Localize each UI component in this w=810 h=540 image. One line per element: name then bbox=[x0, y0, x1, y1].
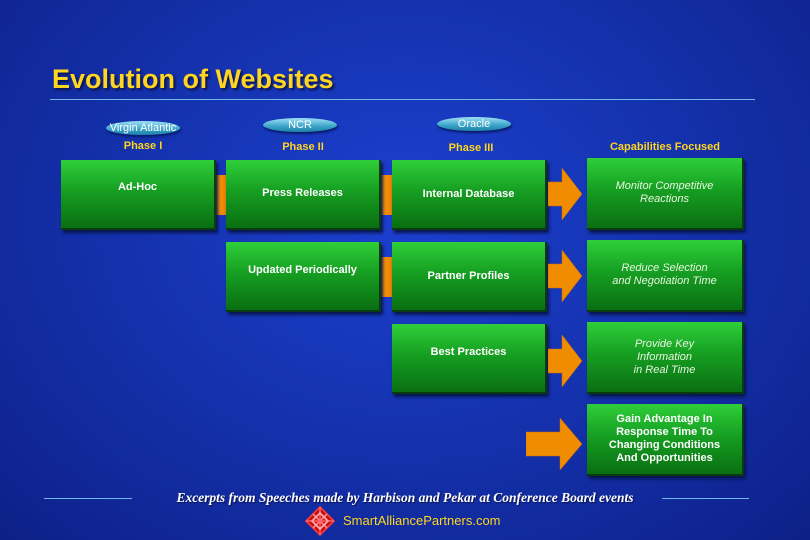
slide-title: Evolution of Websites bbox=[52, 64, 334, 94]
capability-line: Gain Advantage In bbox=[616, 413, 713, 425]
company-pill-ncr: NCR bbox=[263, 118, 337, 132]
connector-row1-a bbox=[214, 175, 228, 215]
connector-row2 bbox=[380, 257, 394, 297]
capability-line: Changing Conditions bbox=[608, 439, 721, 451]
capability-line: Information bbox=[636, 350, 693, 363]
arrow-right-icon bbox=[526, 418, 583, 470]
title-underline bbox=[50, 99, 755, 100]
connector-row1-b bbox=[380, 175, 394, 215]
column-heading-capabilities: Capabilities Focused bbox=[609, 141, 721, 153]
capability-box-monitor: Monitor Competitive Reactions bbox=[587, 158, 744, 230]
column-heading-phase-2: Phase II bbox=[282, 141, 324, 153]
arrow-right-icon bbox=[548, 335, 583, 387]
arrow-right-icon bbox=[548, 168, 583, 220]
capability-line: in Real Time bbox=[633, 363, 696, 376]
capability-box-provide-key-info: Provide Key Information in Real Time bbox=[587, 322, 744, 394]
phase3-box-best-practices: Best Practices bbox=[392, 324, 547, 394]
footer-caption: Excerpts from Speeches made by Harbison … bbox=[0, 490, 810, 506]
column-heading-phase-1: Phase I bbox=[123, 140, 163, 152]
arrow-right-icon bbox=[548, 250, 583, 302]
capability-box-reduce-selection: Reduce Selection and Negotiation Time bbox=[587, 240, 744, 312]
box-label: Best Practices bbox=[430, 346, 507, 358]
logo-wordmark[interactable]: SmartAlliancePartners.com bbox=[343, 513, 501, 528]
phase2-box-updated-periodically: Updated Periodically bbox=[226, 242, 381, 312]
column-heading-phase-3: Phase III bbox=[448, 142, 494, 154]
logo-knot-icon bbox=[304, 505, 336, 537]
company-pill-oracle: Oracle bbox=[437, 117, 511, 131]
box-label: Ad-Hoc bbox=[117, 181, 158, 193]
capability-line: and Negotiation Time bbox=[612, 275, 717, 287]
box-label: Press Releases bbox=[262, 187, 343, 199]
capability-box-gain-advantage: Gain Advantage In Response Time To Chang… bbox=[587, 404, 744, 476]
box-label: Internal Database bbox=[422, 188, 515, 200]
phase2-box-press-releases: Press Releases bbox=[226, 160, 381, 230]
footer-rule-left bbox=[44, 498, 132, 499]
box-label: Partner Profiles bbox=[427, 270, 510, 282]
phase1-box-ad-hoc: Ad-Hoc bbox=[61, 160, 216, 230]
capability-line: Response Time To bbox=[616, 426, 713, 438]
capability-line: And Opportunities bbox=[616, 452, 713, 464]
capability-line: Provide Key bbox=[634, 337, 695, 350]
footer-rule-right bbox=[662, 498, 749, 499]
phase3-box-internal-database: Internal Database bbox=[392, 160, 547, 230]
company-pill-virgin-atlantic: Virgin Atlantic bbox=[106, 121, 180, 135]
capability-line: Monitor Competitive bbox=[615, 180, 714, 192]
footer-text: Excerpts from Speeches made by Harbison … bbox=[176, 490, 634, 505]
box-label: Updated Periodically bbox=[248, 264, 357, 276]
capability-line: Reactions bbox=[640, 193, 689, 205]
phase3-box-partner-profiles: Partner Profiles bbox=[392, 242, 547, 312]
capability-line: Reduce Selection bbox=[621, 262, 708, 274]
